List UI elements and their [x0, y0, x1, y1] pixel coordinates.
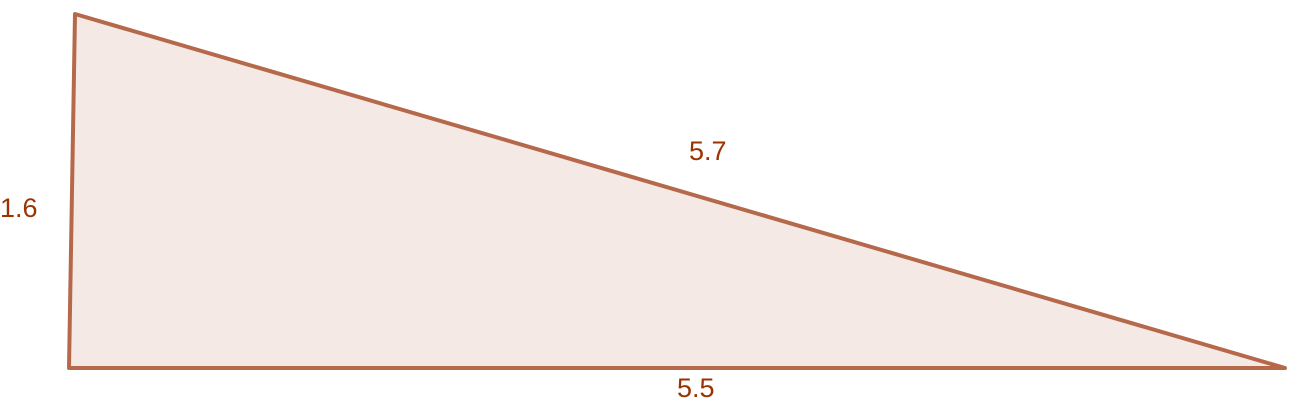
side-label-bottom: 5.5 [677, 373, 715, 403]
triangle-shape [67, 12, 1287, 370]
side-label-left: 1.6 [0, 193, 38, 223]
side-label-hypotenuse: 5.7 [689, 136, 727, 166]
